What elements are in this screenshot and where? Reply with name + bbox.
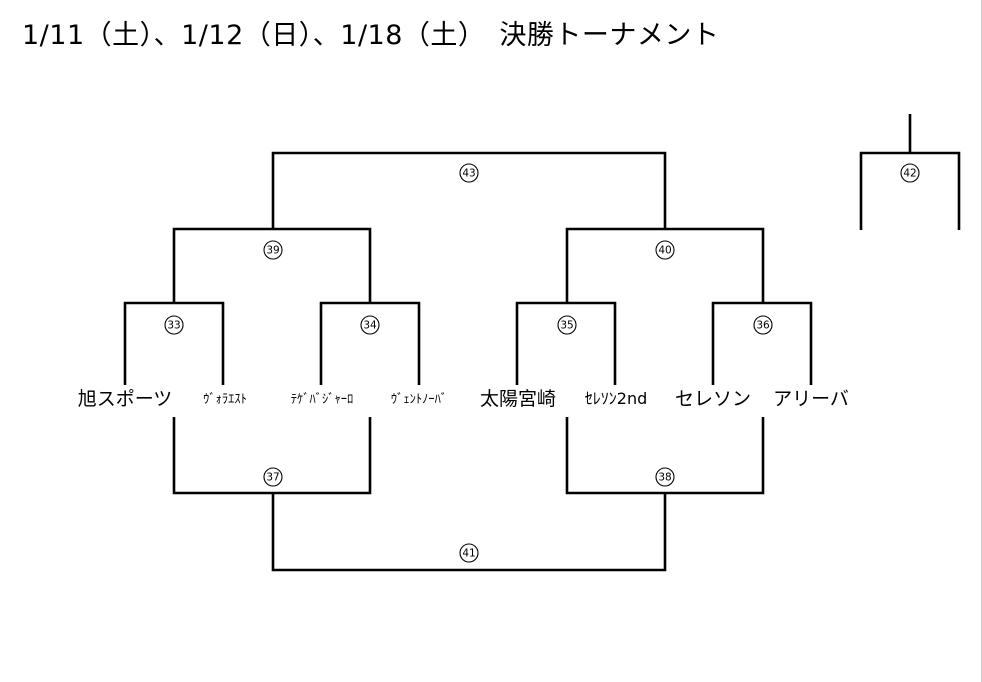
match-number-38: 38 bbox=[658, 472, 671, 484]
team-name: ｾﾚｿﾝ2nd bbox=[584, 389, 648, 408]
bracket-line-34 bbox=[319, 301, 421, 385]
bracket-line-39 bbox=[172, 227, 372, 303]
match-marker-41: 41 bbox=[459, 543, 479, 563]
match-marker-37: 37 bbox=[263, 467, 283, 487]
match-marker-35: 35 bbox=[557, 315, 577, 335]
page-title: 1/11（土）、1/12（日）、1/18（土） 決勝トーナメント bbox=[22, 20, 720, 51]
match-marker-40: 40 bbox=[655, 240, 675, 260]
match-marker-43: 43 bbox=[459, 163, 479, 183]
bracket-line-42 bbox=[859, 114, 961, 230]
team-name: セレソン bbox=[674, 388, 752, 410]
match-marker-34: 34 bbox=[360, 315, 380, 335]
bracket-line-41 bbox=[271, 493, 667, 572]
team-name: アリーバ bbox=[773, 388, 849, 410]
bracket-line-35 bbox=[515, 301, 617, 385]
match-number-33: 33 bbox=[167, 320, 180, 332]
bracket-line-33 bbox=[123, 301, 225, 385]
bracket-line-40 bbox=[565, 227, 765, 303]
match-marker-39: 39 bbox=[263, 240, 283, 260]
bracket-line-36 bbox=[711, 301, 813, 385]
match-number-39: 39 bbox=[266, 245, 279, 257]
team-name: 旭スポーツ bbox=[77, 388, 173, 410]
match-marker-42: 42 bbox=[900, 163, 920, 183]
team-name: 太陽宮崎 bbox=[479, 388, 557, 410]
team-name: ｳﾞｫﾗｴｽﾄ bbox=[203, 391, 247, 406]
match-number-42: 42 bbox=[903, 168, 916, 180]
match-number-41: 41 bbox=[462, 548, 475, 560]
match-number-43: 43 bbox=[462, 168, 475, 180]
match-marker-38: 38 bbox=[655, 467, 675, 487]
match-number-34: 34 bbox=[363, 320, 377, 332]
team-name: ﾃｹﾞﾊﾞｼﾞｬｰﾛ bbox=[290, 391, 354, 406]
bracket-line-43 bbox=[271, 151, 667, 229]
match-number-37: 37 bbox=[266, 472, 279, 484]
match-number-35: 35 bbox=[560, 320, 573, 332]
team-name: ｳﾞｪﾝﾄﾉｰﾊﾞ bbox=[390, 391, 448, 406]
match-marker-33: 33 bbox=[164, 315, 184, 335]
match-number-40: 40 bbox=[658, 245, 671, 257]
match-marker-36: 36 bbox=[753, 315, 773, 335]
match-number-36: 36 bbox=[756, 320, 770, 332]
